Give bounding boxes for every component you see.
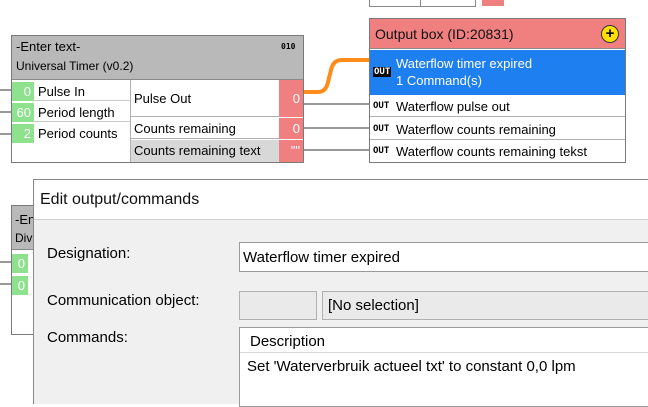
output-item-selected[interactable]: OUT Waterflow timer expired 1 Command(s): [370, 50, 625, 95]
timer-node-subtitle: Universal Timer (v0.2): [16, 59, 134, 73]
out-tag-icon: OUT: [373, 101, 390, 111]
input-label-pulse-in: Pulse In: [34, 82, 130, 101]
output-item[interactable]: OUT Waterflow counts remaining tekst: [370, 141, 625, 162]
partial-input-value[interactable]: 0: [12, 254, 28, 273]
out-tag-icon: OUT: [373, 146, 390, 156]
partial-node-title: -En: [15, 212, 36, 227]
output-label-counts-remaining-text: Counts remaining text: [131, 140, 279, 162]
output-value-pulse-out: 0: [279, 80, 303, 117]
commands-header-description[interactable]: Description: [240, 328, 648, 353]
offscreen-node-fragment: [369, 0, 504, 7]
partial-node-subtitle: Div: [15, 231, 33, 245]
comm-object-address-field[interactable]: [239, 291, 317, 320]
output-label-pulse-out: Pulse Out: [131, 80, 279, 117]
command-row-text: Set 'Waterverbruik actueel txt' to const…: [247, 358, 576, 375]
input-value-pulse-in[interactable]: 0: [12, 82, 34, 101]
out-tag-icon: OUT: [373, 124, 390, 134]
output-value-counts-remaining-text: "": [279, 140, 303, 162]
output-value-counts-remaining: 0: [279, 118, 303, 139]
output-item-4-label: Waterflow counts remaining tekst: [396, 144, 587, 159]
comm-object-select[interactable]: [No selection]: [322, 291, 648, 320]
dialog-title: Edit output/commands: [40, 191, 200, 208]
edit-output-dialog[interactable]: Edit output/commands Designation: Waterf…: [33, 179, 648, 407]
out-tag-icon: OUT: [373, 67, 392, 77]
designation-input[interactable]: Waterflow timer expired: [239, 242, 648, 272]
input-label-period-length: Period length: [34, 103, 130, 122]
timer-node-title: -Enter text-: [16, 39, 81, 54]
output-label-counts-remaining: Counts remaining: [131, 118, 279, 139]
output-item-2-label: Waterflow pulse out: [396, 99, 510, 114]
output-item-1-line2: 1 Command(s): [396, 73, 482, 88]
pulse-out-orange-wire: [300, 58, 370, 94]
output-box-header[interactable]: Output box (ID:20831) +: [370, 19, 625, 49]
designation-value: Waterflow timer expired: [243, 249, 400, 266]
output-item[interactable]: OUT Waterflow counts remaining: [370, 118, 625, 140]
dialog-titlebar[interactable]: Edit output/commands: [34, 180, 648, 220]
input-label-period-counts: Period counts: [38, 126, 118, 141]
output-item-1-line1: Waterflow timer expired: [396, 56, 533, 71]
input-value-period-counts[interactable]: 2: [12, 124, 34, 143]
input-value-period-length[interactable]: 60: [12, 103, 34, 122]
commands-label: Commands:: [47, 329, 128, 346]
universal-timer-node[interactable]: -Enter text- Universal Timer (v0.2) 010 …: [11, 35, 304, 163]
add-output-icon[interactable]: +: [601, 25, 619, 43]
output-item[interactable]: OUT Waterflow pulse out: [370, 96, 625, 117]
output-box-title: Output box (ID:20831): [375, 26, 514, 42]
designation-label: Designation:: [47, 245, 131, 262]
output-item-3-label: Waterflow counts remaining: [396, 122, 556, 137]
timer-node-header[interactable]: -Enter text- Universal Timer (v0.2) 010: [12, 36, 303, 80]
commands-list[interactable]: Description Set 'Waterverbruik actueel t…: [239, 327, 648, 407]
output-box-node[interactable]: Output box (ID:20831) + OUT Waterflow ti…: [369, 18, 626, 163]
command-row[interactable]: Set 'Waterverbruik actueel txt' to const…: [240, 355, 648, 379]
timer-node-id-mark: 010: [281, 42, 296, 51]
comm-object-value: [No selection]: [328, 297, 419, 314]
partial-input-value[interactable]: 0: [12, 276, 28, 295]
commands-header-label: Description: [250, 333, 326, 350]
comm-object-label: Communication object:: [47, 292, 200, 309]
